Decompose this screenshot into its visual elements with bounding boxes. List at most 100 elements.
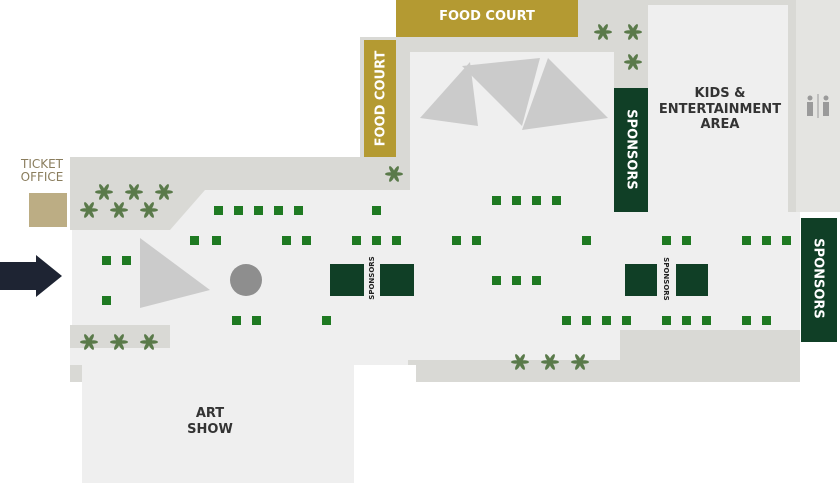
vendor-booth-icon[interactable] [622,316,631,325]
palm-tree-icon [125,184,143,200]
kids-label-line-3: AREA [700,117,740,133]
vendor-booth-icon[interactable] [762,236,771,245]
vendor-booth-icon[interactable] [302,236,311,245]
palm-tree-icon [140,202,158,218]
vendor-booth-icon[interactable] [662,316,671,325]
walkway-floor [0,5,840,483]
vendor-booth-icon[interactable] [372,236,381,245]
palm-tree-icon [624,24,642,40]
food-court-side[interactable] [364,40,396,157]
ticket-label-line-2: OFFICE [20,170,64,185]
vendor-booth-icon[interactable] [352,236,361,245]
lower-gap [354,365,416,483]
vendor-booth-icon[interactable] [452,236,461,245]
palm-tree-icon [571,354,589,370]
art-label-line-1: ART [195,406,225,421]
kids-label-line-1: KIDS & [694,86,746,101]
ticket-label-line-1: TICKET [20,157,64,171]
restroom-icon [807,94,829,118]
entrance-arrow-icon [0,255,62,297]
vendor-booth-icon[interactable] [582,236,591,245]
vendor-booth-icon[interactable] [742,236,751,245]
vendor-booth-icon[interactable] [232,316,241,325]
ticket-office-label: TICKET OFFICE [0,157,84,185]
vendor-booth-icon[interactable] [294,206,303,215]
vendor-booth-icon[interactable] [322,316,331,325]
food-court-top[interactable] [396,0,578,37]
vendor-booths [102,196,791,325]
vendor-booth-icon[interactable] [682,316,691,325]
vendor-booth-icon[interactable] [492,276,501,285]
sponsors-top[interactable] [614,88,648,212]
food-court-side-label: FOOD COURT [373,50,389,147]
palm-tree-icon [511,354,529,370]
kids-label-line-2: ENTERTAINMENT [658,101,782,117]
vendor-booth-icon[interactable] [662,236,671,245]
lower-right-blank [408,382,840,483]
palm-tree-icon [541,354,559,370]
palm-tree-icon [110,334,128,350]
sponsor-booth[interactable] [330,264,364,296]
vendor-booth-icon[interactable] [254,206,263,215]
palm-tree-icon [624,54,642,70]
sponsor-booth[interactable] [676,264,708,296]
art-show-area [82,348,354,483]
vendor-booth-icon[interactable] [102,256,111,265]
vendor-booth-icon[interactable] [682,236,691,245]
vendor-booth-icon[interactable] [582,316,591,325]
food-court-top-label: FOOD COURT [439,9,535,24]
tent-canopies [140,58,608,308]
area-blocks [0,0,837,342]
vendor-booth-icon[interactable] [190,236,199,245]
sponsor-booth[interactable] [625,264,657,296]
vendor-booth-icon[interactable] [392,236,401,245]
tent-canopy-icon [140,238,210,308]
tent-canopy-icon [420,62,478,126]
kids-entertainment-label: KIDS & ENTERTAINMENT AREA [650,86,790,133]
palm-tree-icon [95,184,113,200]
fountain-icon [230,264,262,296]
palm-trees [80,24,642,370]
vendor-booth-icon[interactable] [742,316,751,325]
vendor-booth-icon[interactable] [512,196,521,205]
tent-canopy-icon [522,58,608,130]
vendor-booth-icon[interactable] [702,316,711,325]
sponsor-booth[interactable] [380,264,414,296]
vendor-booth-icon[interactable] [122,256,131,265]
vendor-booth-icon[interactable] [214,206,223,215]
sponsors-top-label: SPONSORS [623,109,639,190]
palm-tree-icon [80,202,98,218]
vendor-booth-icon[interactable] [562,316,571,325]
vendor-booth-icon[interactable] [552,196,561,205]
vendor-booth-icon[interactable] [532,196,541,205]
vendor-booth-icon[interactable] [212,236,221,245]
sponsors-right-label: SPONSORS [810,238,826,319]
sponsors-small-label-2: SPONSORS [662,257,670,301]
sponsors-small-label-1: SPONSORS [368,256,376,300]
vendor-booth-icon[interactable] [602,316,611,325]
vendor-booth-icon[interactable] [512,276,521,285]
vendor-booth-icon[interactable] [492,196,501,205]
vendor-booth-icon[interactable] [282,236,291,245]
vendor-booth-icon[interactable] [532,276,541,285]
tent-canopy-icon [462,58,540,126]
sponsors-right[interactable] [801,218,837,342]
palm-tree-icon [110,202,128,218]
palm-tree-icon [140,334,158,350]
vendor-booth-icon[interactable] [762,316,771,325]
palm-tree-icon [594,24,612,40]
vendor-booth-icon[interactable] [252,316,261,325]
palm-tree-icon [155,184,173,200]
vendor-booth-icon[interactable] [372,206,381,215]
art-show-label: ART SHOW [150,406,270,437]
ticket-office[interactable] [29,193,67,227]
palm-tree-icon [385,166,403,182]
vendor-booth-icon[interactable] [782,236,791,245]
vendor-booth-icon[interactable] [472,236,481,245]
art-label-line-2: SHOW [187,421,233,437]
kids-entertainment-area [648,5,788,212]
vendor-booth-icon[interactable] [102,296,111,305]
vendor-booth-icon[interactable] [234,206,243,215]
palm-tree-icon [80,334,98,350]
vendor-booth-icon[interactable] [274,206,283,215]
